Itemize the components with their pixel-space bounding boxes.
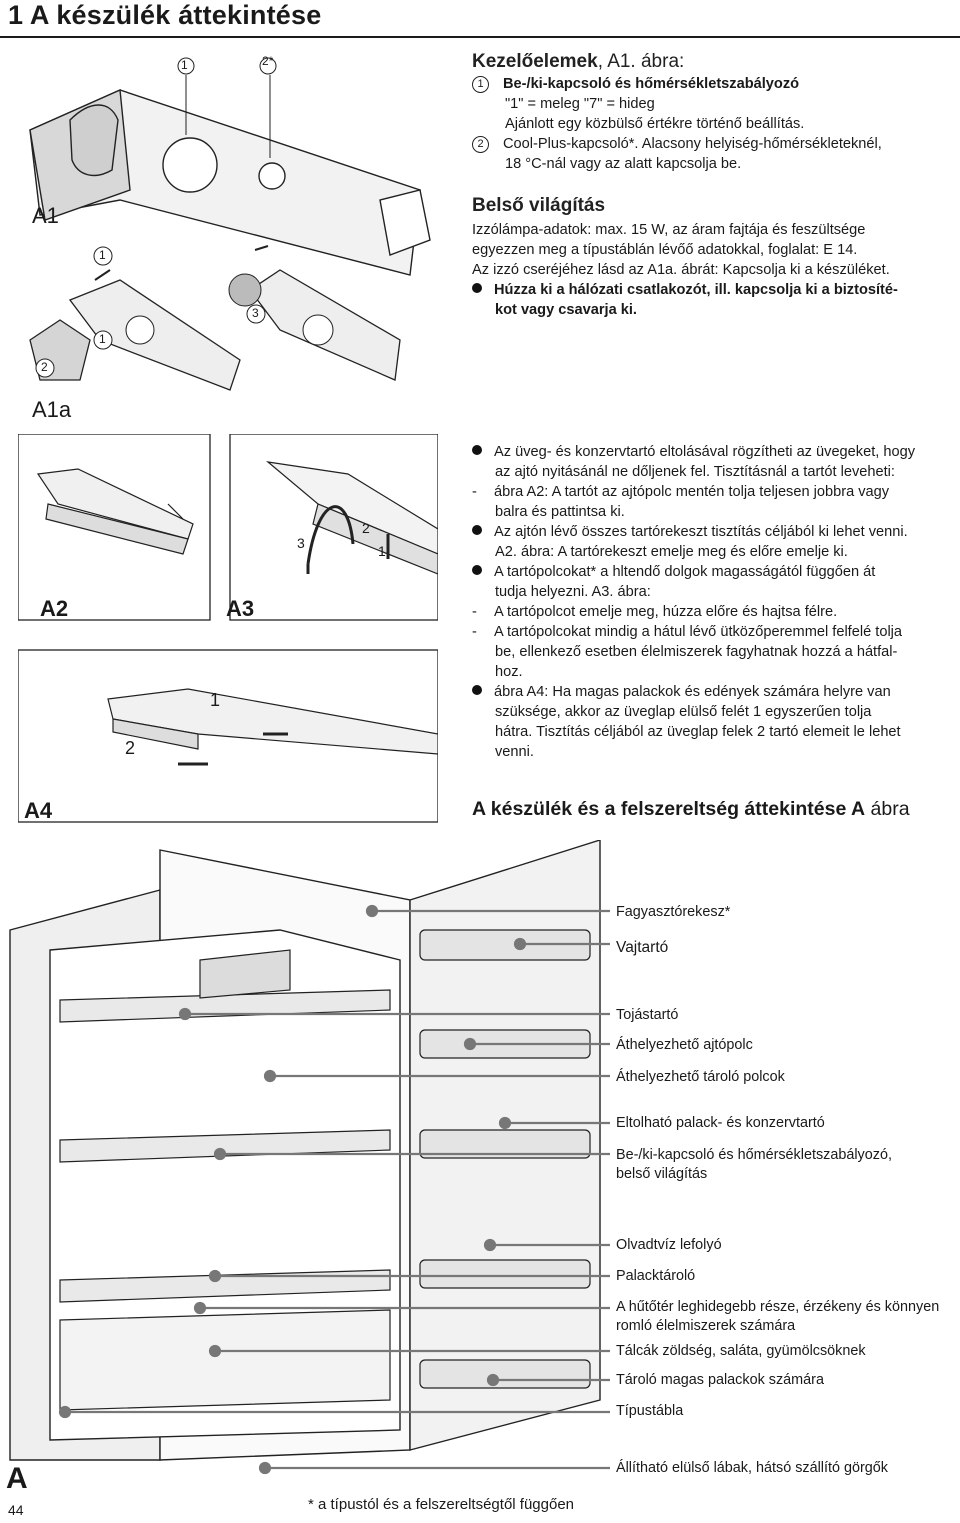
- callout-drain: Olvadtvíz lefolyó: [616, 1237, 722, 1253]
- shelves-section: Az üveg- és konzervtartó eltolásával rög…: [472, 442, 950, 762]
- callout-freezer: Fagyasztórekesz*: [616, 904, 731, 920]
- lighting-line-4: Húzza ki a hálózati csatlakozót, ill. ka…: [472, 280, 950, 300]
- callout-rating-plate: Típustábla: [616, 1403, 684, 1419]
- shelves-p4-l1: ábra A4: Ha magas palackok és edények sz…: [472, 682, 950, 702]
- shelves-p3-l3: -A tartópolcot emelje meg, húzza előre é…: [472, 604, 838, 620]
- callout-thermostat: Be-/ki-kapcsoló és hőmérsékletszabályozó…: [616, 1147, 892, 1182]
- figure-label-a1: A1: [32, 203, 59, 228]
- shelves-p2-l1: Az ajtón lévő összes tartórekeszt tisztí…: [472, 522, 950, 542]
- callout-coldest-zone: A hűtőtér leghidegebb része, érzékeny és…: [616, 1299, 940, 1334]
- footnote: * a típustól és a felszereltségtől függő…: [308, 1496, 575, 1513]
- figure-label-a1a: A1a: [32, 397, 72, 422]
- callout-a3-2: 2: [362, 520, 370, 536]
- callout-3: 3: [252, 306, 259, 320]
- callout-storage-shelves: Áthelyezhető tároló polcok: [616, 1069, 785, 1085]
- callout-egg-tray: Tojástartó: [616, 1007, 679, 1023]
- shelves-p4-l4: venni.: [495, 744, 534, 760]
- fridge-overview-illustration: [9, 840, 610, 1475]
- controls-item-2-note: 18 °C-nál vagy az alatt kapcsolja be.: [505, 156, 742, 172]
- callout-butter: Vajtartó: [616, 939, 669, 956]
- callout-1-bottom: 1: [99, 332, 106, 346]
- shelves-p3-l5: be, ellenkező esetben élelmiszerek fagyh…: [495, 644, 898, 660]
- shelves-p3-l4: -A tartópolcokat mindig a hátul lévő ütk…: [472, 624, 903, 640]
- callout-a3-1: 1: [378, 543, 386, 559]
- shelves-p1-l1: Az üveg- és konzervtartó eltolásával rög…: [472, 442, 950, 462]
- callout-1-lower: 1: [99, 248, 106, 262]
- figure-label-a3: A3: [226, 596, 255, 621]
- lighting-heading: Belső világítás: [472, 195, 606, 216]
- page-title: 1 A készülék áttekintése: [8, 0, 322, 30]
- shelves-p3-l1: A tartópolcokat* a hltendő dolgok magass…: [472, 562, 950, 582]
- page-number: 44: [8, 1502, 24, 1518]
- title-divider: [0, 36, 960, 38]
- callout-2-lower: 2: [41, 360, 48, 374]
- shelves-p1-l2: az ajtó nyitásánál ne dőljenek fel. Tisz…: [495, 464, 895, 480]
- controls-heading: Kezelőelemek, A1. ábra:: [472, 51, 685, 72]
- shelves-p1-l4: balra és pattintsa ki.: [495, 504, 625, 520]
- callout-door-shelf: Áthelyezhető ajtópolc: [616, 1037, 753, 1053]
- figure-a2-a3-a4-illustration: [18, 434, 438, 823]
- overview-heading: A készülék és a felszereltség áttekintés…: [472, 798, 910, 820]
- callout-a3-3: 3: [297, 535, 305, 551]
- lighting-line-3: Az izzó cseréjéhez lásd az A1a. ábrát: K…: [472, 262, 890, 278]
- callout-bottle-rack: Palacktároló: [616, 1268, 696, 1284]
- controls-item-1-note: Ajánlott egy közbülső értékre történő be…: [505, 116, 805, 132]
- callout-2-star: 2*: [262, 54, 274, 68]
- shelves-p3-l2: tudja helyezni. A3. ábra:: [495, 584, 651, 600]
- figure-a1-illustration: [29, 57, 431, 391]
- figure-label-a4: A4: [24, 798, 53, 823]
- figure-label-a2: A2: [40, 596, 69, 621]
- shelves-p2-l2: A2. ábra: A tartórekeszt emelje meg és e…: [495, 544, 848, 560]
- callout-tall-bottles: Tároló magas palackok számára: [616, 1372, 824, 1388]
- callout-feet-rollers: Állítható elülső lábak, hátsó szállító g…: [616, 1460, 888, 1476]
- lighting-line-2: egyezzen meg a típustáblán lévőő adatokk…: [472, 242, 858, 258]
- figure-letter-a: A: [6, 1462, 28, 1495]
- callout-bottle-holder: Eltolható palack- és konzervtartó: [616, 1115, 825, 1131]
- callout-1: 1: [181, 58, 188, 72]
- shelves-p4-l2: szüksége, akkor az üveglap elülső felét …: [495, 704, 872, 720]
- shelves-p3-l6: hoz.: [495, 664, 523, 680]
- shelves-p4-l3: hátra. Tisztítás céljából az üveglap fel…: [495, 724, 901, 740]
- lighting-line-1: Izzólámpa-adatok: max. 15 W, az áram faj…: [472, 222, 866, 238]
- callout-a4-1: 1: [210, 690, 221, 710]
- callout-a4-2: 2: [125, 738, 136, 758]
- callout-crisper: Tálcák zöldség, saláta, gyümölcsöknek: [616, 1343, 866, 1359]
- lighting-section: Belső világítás Izzólámpa-adatok: max. 1…: [472, 196, 950, 320]
- lighting-line-5: kot vagy csavarja ki.: [495, 302, 637, 318]
- controls-item-1-scale: "1" = meleg "7" = hideg: [505, 96, 655, 112]
- shelves-p1-l3: -ábra A2: A tartót az ajtópolc mentén to…: [472, 484, 890, 500]
